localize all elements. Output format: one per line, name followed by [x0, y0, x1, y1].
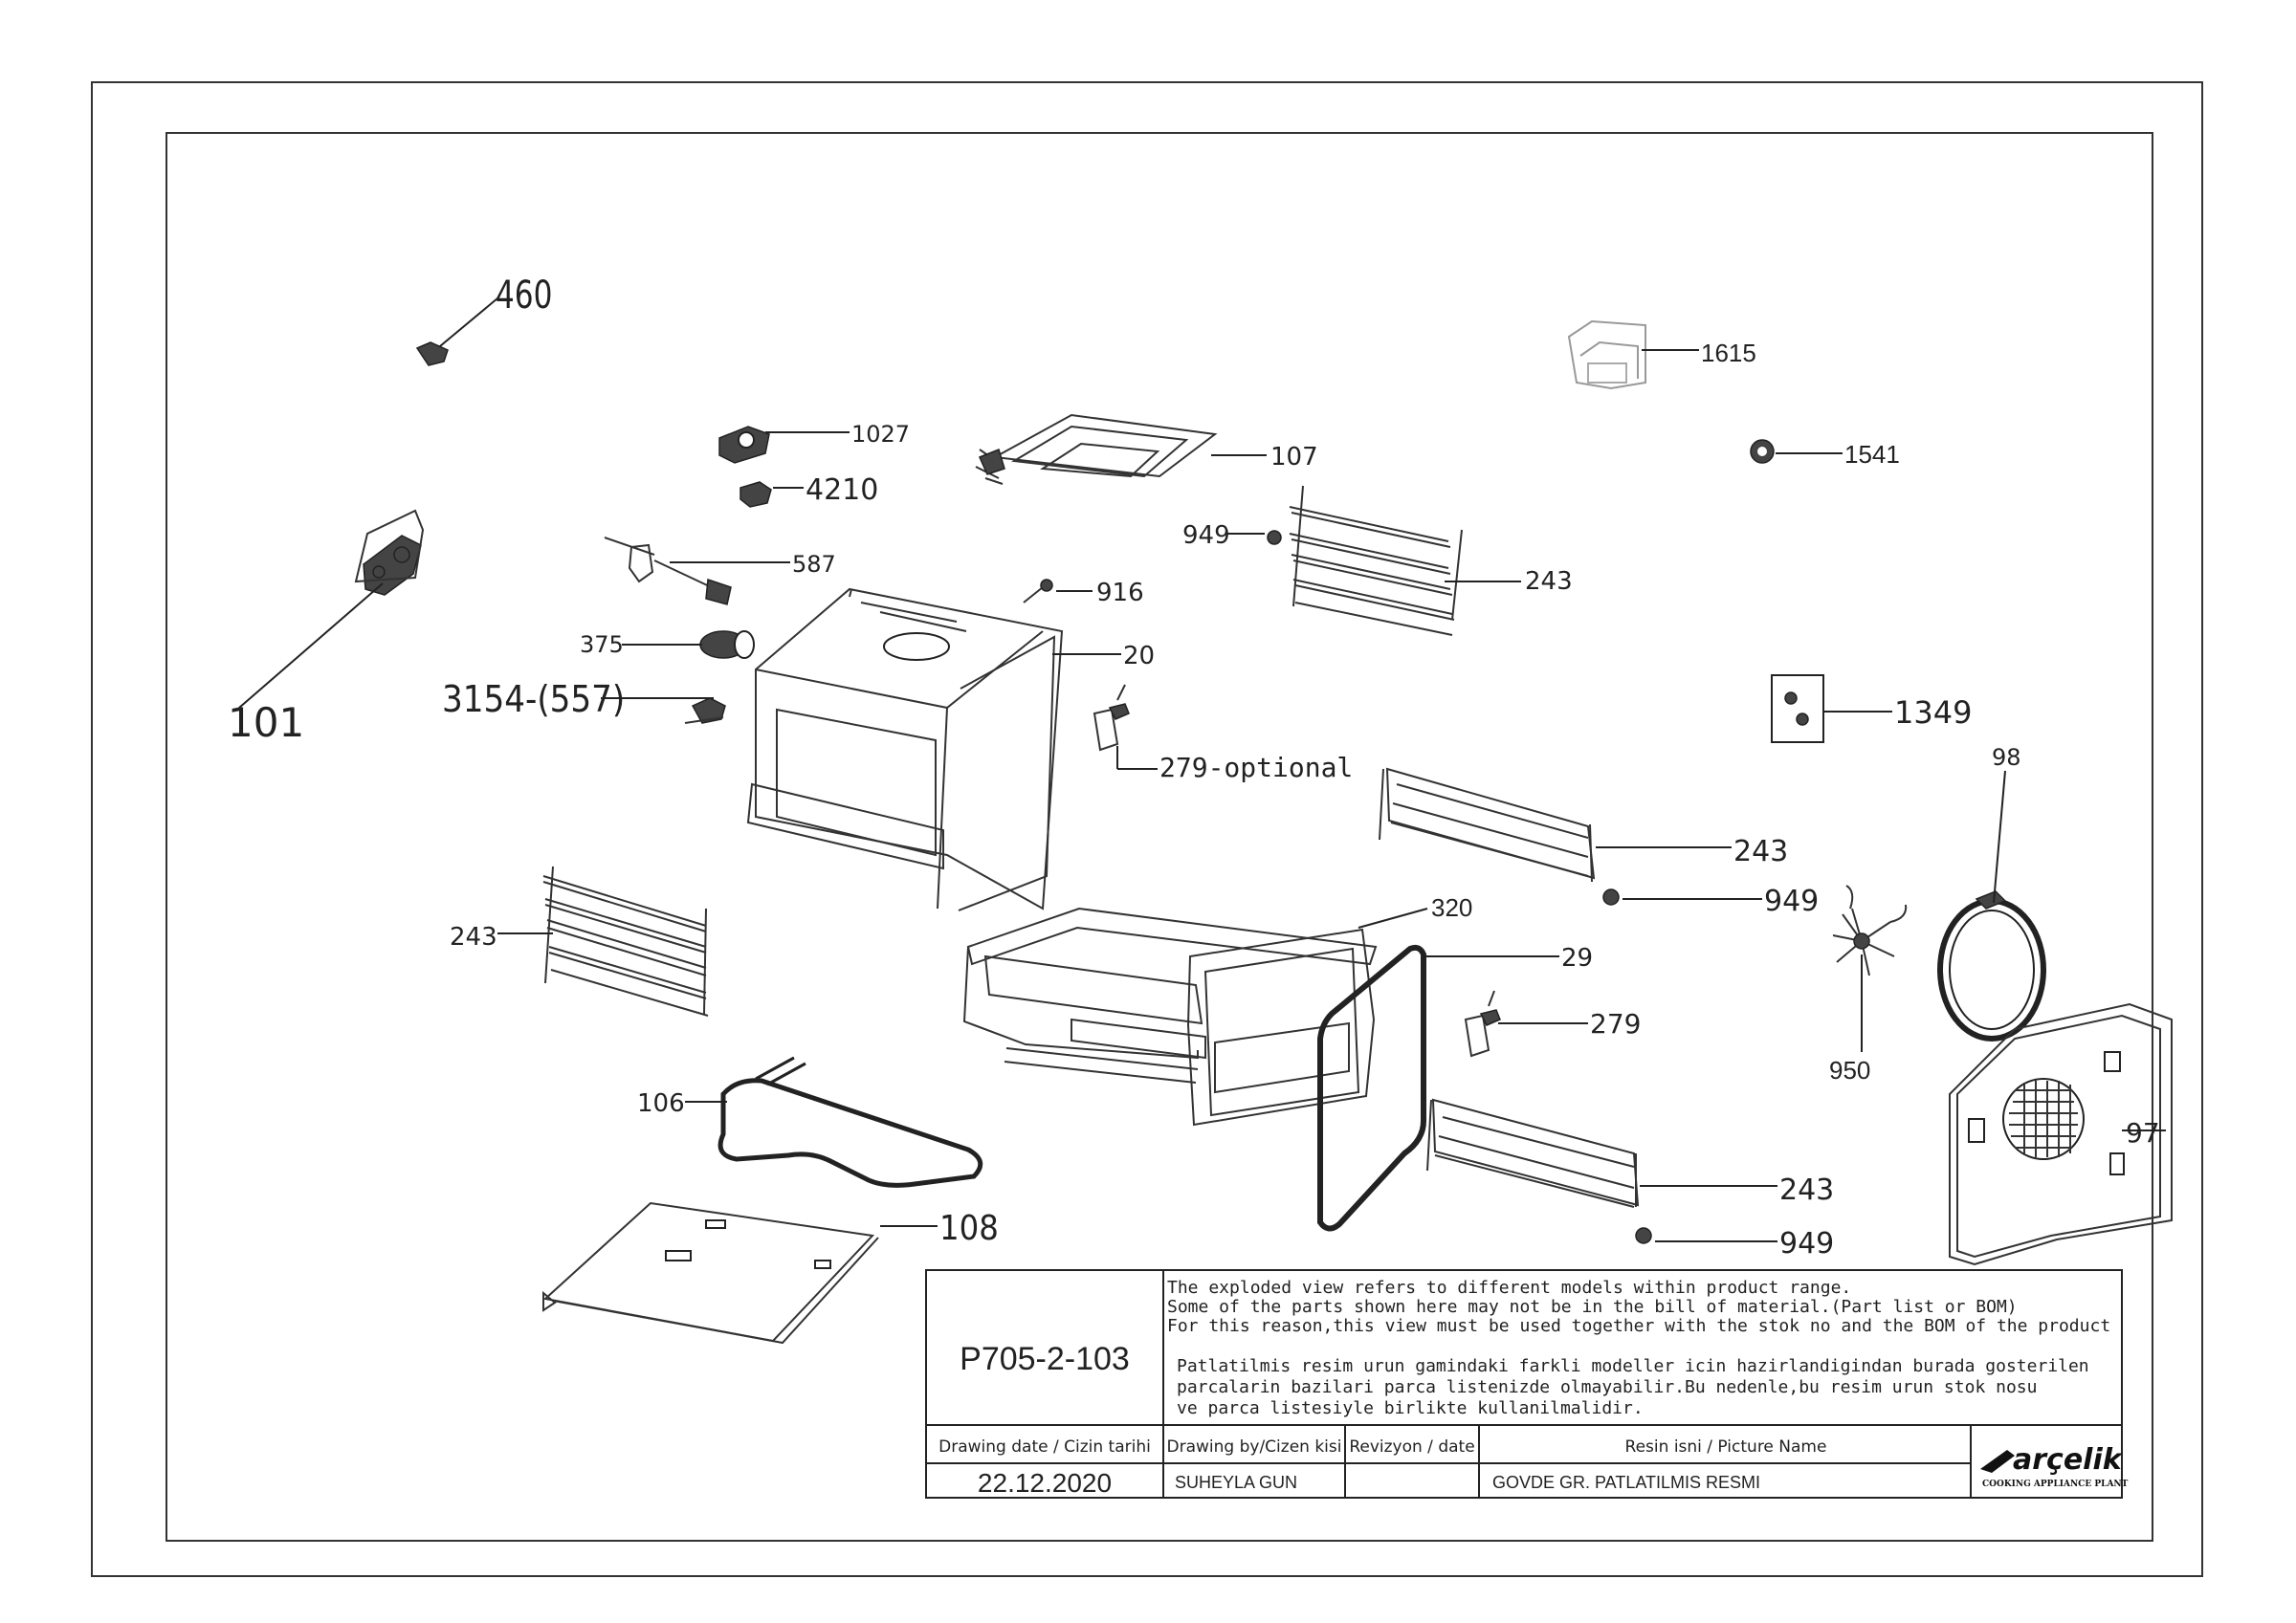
- label-916: 916: [1096, 579, 1144, 607]
- value-drawing-date: 22.12.2020: [978, 1468, 1112, 1498]
- part-1027-thermostat: [718, 426, 770, 464]
- label-460: 460: [496, 274, 553, 318]
- back-panel-grille: [2009, 1081, 2078, 1157]
- note-en-line-1: The exploded view refers to different mo…: [1167, 1278, 1851, 1298]
- label-1349: 1349: [1894, 694, 1972, 731]
- label-1541: 1541: [1844, 440, 1900, 469]
- part-916-screw: [1023, 579, 1053, 603]
- note-en-line-3: For this reason,this view must be used t…: [1167, 1316, 2110, 1336]
- part-3154-switch: [684, 697, 726, 724]
- label-949-upper: 949: [1182, 521, 1230, 550]
- label-243-upper: 243: [1525, 567, 1573, 596]
- outer-frame: [91, 81, 2203, 1577]
- label-108: 108: [939, 1209, 999, 1248]
- part-108-bottom-tray: [542, 1201, 879, 1345]
- part-243-left-rack: [542, 866, 709, 1017]
- part-243-middle-right-rack: [1379, 767, 1596, 883]
- part-949-upper-nut: [1267, 530, 1282, 545]
- label-106: 106: [637, 1089, 685, 1118]
- inner-frame: [166, 132, 2153, 1542]
- header-drawing-date: Drawing date / Cizin tarihi: [938, 1437, 1151, 1457]
- part-243-upper-right-rack: [1289, 485, 1463, 636]
- label-101: 101: [228, 699, 304, 746]
- label-243-lower-right: 243: [1779, 1173, 1834, 1207]
- arcelik-logo: arçelik COOKING APPLIANCE PLANT: [1980, 1443, 2129, 1489]
- part-29-door-gasket: [1317, 944, 1426, 1232]
- label-1027: 1027: [851, 421, 910, 448]
- label-20: 20: [1123, 642, 1155, 670]
- label-949-lower: 949: [1779, 1227, 1834, 1261]
- label-279: 279: [1590, 1008, 1641, 1040]
- part-1615-control-housing: [1567, 319, 1646, 390]
- part-107-grill-element: [975, 413, 1218, 485]
- note-en-line-2: Some of the parts shown here may not be …: [1167, 1297, 2018, 1317]
- value-drawing-by: SUHEYLA GUN: [1175, 1473, 1297, 1492]
- label-97: 97: [2126, 1117, 2160, 1149]
- part-97-back-panel: [1949, 1002, 2173, 1266]
- note-tr-line-2: parcalarin bazilari parca listenizde olm…: [1177, 1377, 2037, 1397]
- part-20-cavity: [746, 587, 1064, 911]
- part-106-lower-element: [718, 1056, 983, 1188]
- header-picture-name: Resin isni / Picture Name: [1625, 1437, 1827, 1457]
- label-29: 29: [1561, 944, 1593, 973]
- note-tr-line-3: ve parca listesiyle birlikte kullanilmal…: [1177, 1398, 1644, 1418]
- part-1349-screws: [1771, 674, 1824, 743]
- part-949-middle-nut: [1602, 888, 1620, 906]
- label-1615: 1615: [1701, 339, 1756, 367]
- label-279-optional: 279-optional: [1159, 752, 1353, 783]
- label-3154: 3154-(557): [442, 678, 625, 720]
- label-320: 320: [1431, 893, 1472, 922]
- label-375: 375: [580, 631, 624, 658]
- part-101-hinge: [354, 509, 425, 596]
- label-950: 950: [1829, 1056, 1870, 1085]
- part-1541-knob: [1750, 439, 1775, 464]
- part-950-fan-blade: [1832, 885, 1908, 976]
- label-98: 98: [1992, 744, 2021, 771]
- part-587-sensor: [604, 537, 732, 605]
- label-949-middle: 949: [1764, 885, 1819, 918]
- part-375-motor: [699, 630, 755, 659]
- label-587: 587: [792, 551, 836, 578]
- label-243-middle-right: 243: [1733, 835, 1788, 868]
- title-block: [925, 1269, 2123, 1499]
- header-drawing-by: Drawing by/Cizen kisi: [1167, 1437, 1342, 1457]
- part-460-clip: [415, 341, 449, 366]
- label-243-left: 243: [450, 923, 497, 952]
- part-320-front-frame: [962, 907, 1378, 1127]
- label-4210: 4210: [806, 473, 878, 507]
- brand-plant: COOKING APPLIANCE PLANT: [1982, 1480, 2129, 1489]
- part-279-latch: [1464, 990, 1501, 1058]
- part-4210-bracket: [740, 481, 772, 508]
- note-tr-line-1: Patlatilmis resim urun gamindaki farkli …: [1177, 1356, 2089, 1376]
- drawing-code: P705-2-103: [960, 1341, 1130, 1377]
- arcelik-swoosh-icon: [1980, 1450, 2015, 1473]
- header-revision: Revizyon / date: [1349, 1437, 1474, 1457]
- part-243-lower-right-rack: [1426, 1098, 1640, 1208]
- part-98-fan-seal: [1937, 890, 2046, 1042]
- value-picture-name: GOVDE GR. PATLATILMIS RESMI: [1492, 1473, 1760, 1492]
- part-279-optional-latch: [1093, 684, 1130, 752]
- part-949-lower-nut: [1635, 1227, 1652, 1244]
- brand-name: arçelik: [2013, 1443, 2124, 1477]
- label-107: 107: [1270, 443, 1318, 472]
